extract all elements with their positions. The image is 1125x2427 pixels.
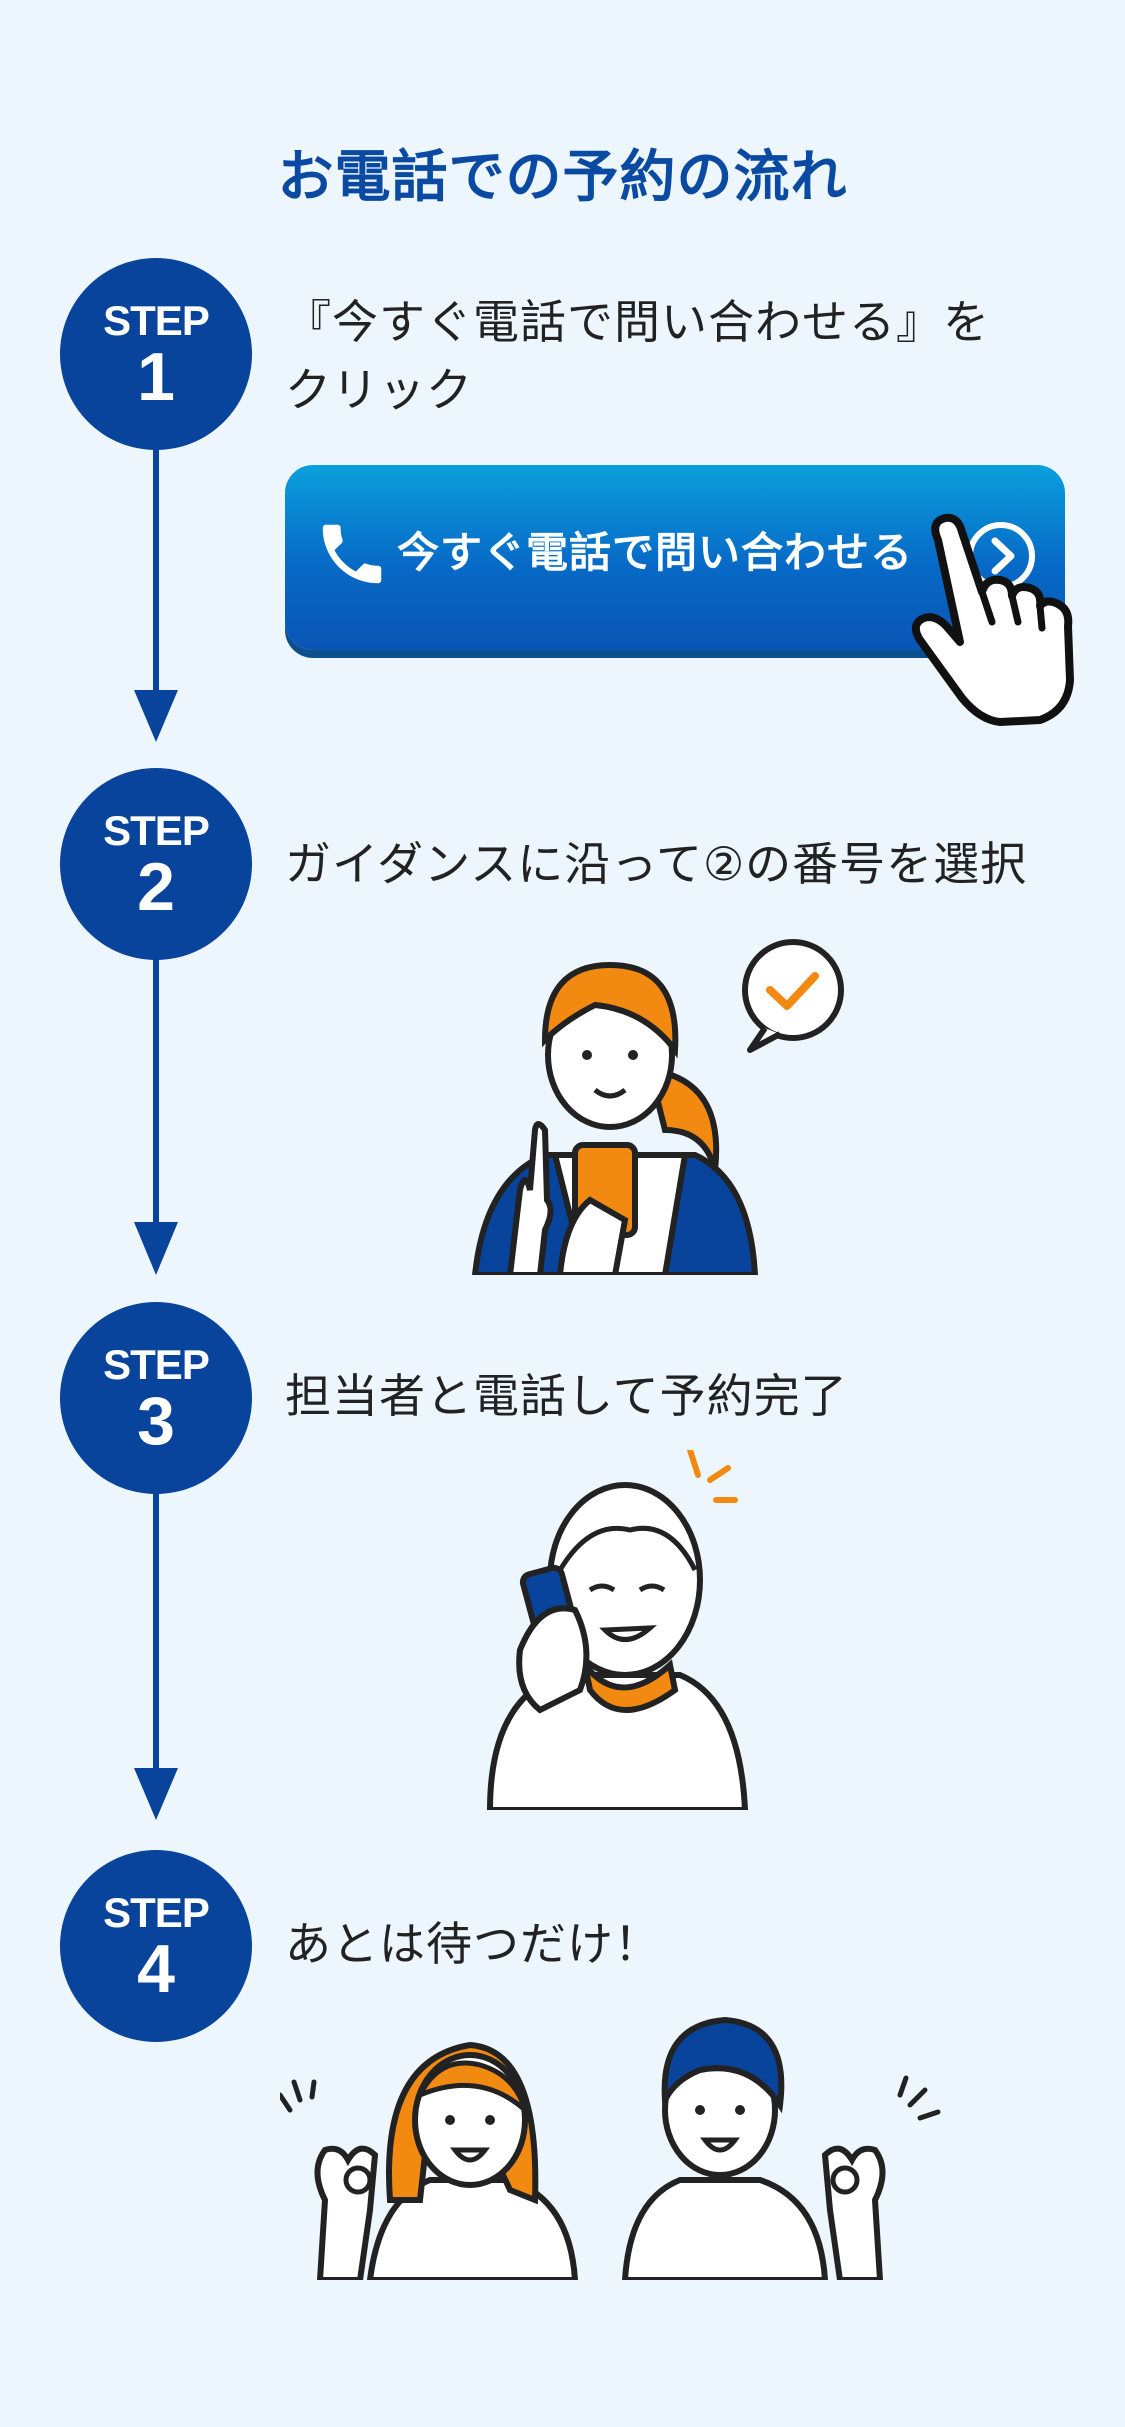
step-1-text-line1: 『今すぐ電話で問い合わせる』を: [285, 295, 990, 349]
step-4-text: あとは待つだけ！: [285, 1917, 661, 1971]
step-label: STEP: [103, 297, 210, 344]
happy-couple-ok-sign-illustration: [280, 2016, 941, 2280]
step-number: 4: [137, 1931, 175, 2007]
step-1-badge: STEP 1: [60, 258, 252, 450]
pointing-hand-icon: [911, 513, 1074, 726]
step-2-badge: STEP 2: [60, 768, 252, 960]
step-3-text: 担当者と電話して予約完了: [285, 1369, 848, 1423]
step-label: STEP: [103, 1889, 210, 1936]
elderly-woman-calling-illustration: [486, 1450, 749, 1810]
step-3-badge: STEP 3: [60, 1302, 252, 1494]
step-label: STEP: [103, 807, 210, 854]
step-number: 3: [137, 1383, 175, 1459]
step-4-badge: STEP 4: [60, 1850, 252, 2042]
phone-icon: [322, 524, 382, 584]
step-label: STEP: [103, 1341, 210, 1388]
woman-using-phone-illustration: [471, 939, 844, 1275]
step-1-text: 『今すぐ電話で問い合わせる』を クリック: [285, 288, 990, 424]
step-number: 2: [137, 849, 175, 925]
call-now-label: 今すぐ電話で問い合わせる: [397, 528, 914, 577]
step-number: 1: [137, 339, 175, 415]
page-title: お電話での予約の流れ: [277, 145, 848, 210]
step-1-text-line2: クリック: [285, 363, 473, 417]
step-2-text: ガイダンスに沿って②の番号を選択: [285, 837, 1028, 891]
